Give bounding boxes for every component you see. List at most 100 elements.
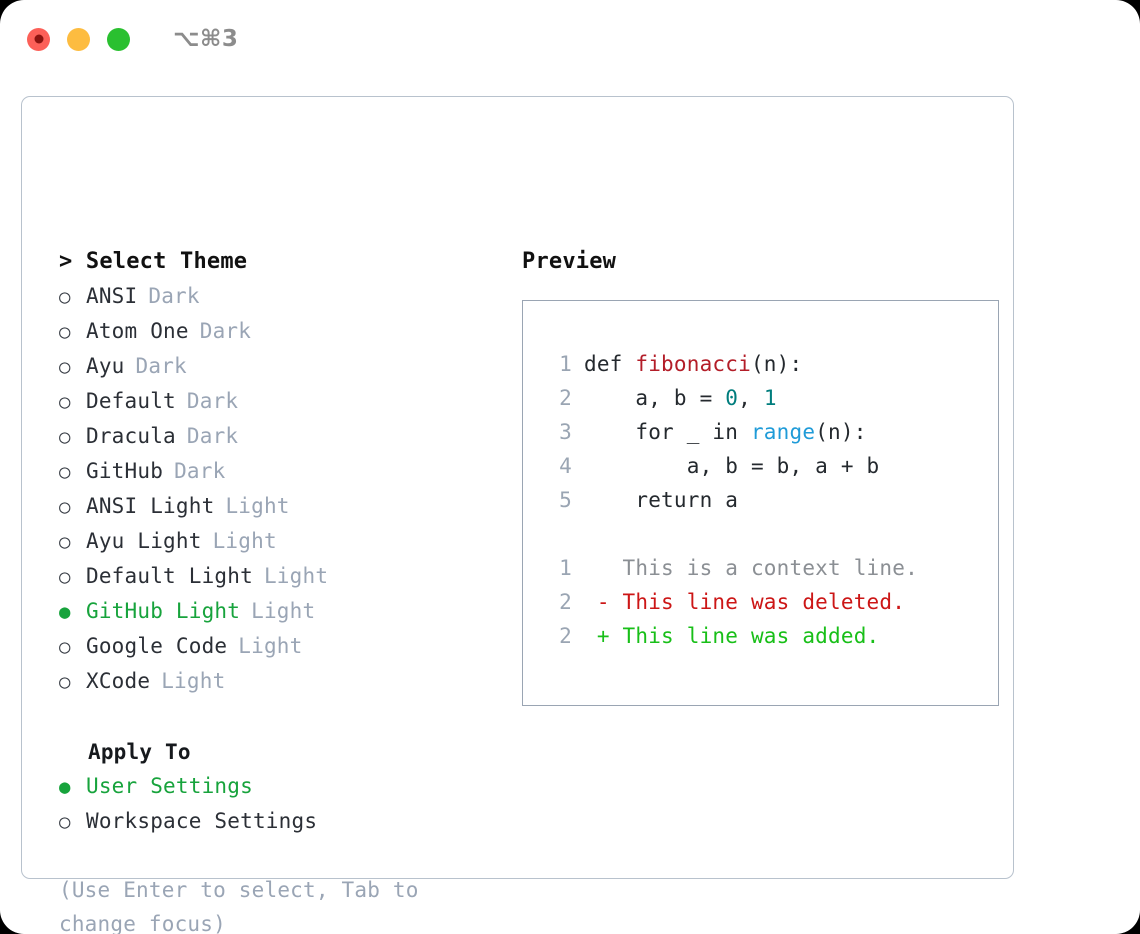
line-number: 1 <box>559 556 572 580</box>
title-bar: ⌥⌘3 <box>0 0 1140 78</box>
theme-option-label: Dracula <box>86 424 176 448</box>
theme-variant-badge: Dark <box>199 319 252 343</box>
theme-variant-badge: Dark <box>186 389 239 413</box>
theme-picker-header: > Select Theme <box>59 249 248 274</box>
diff-line-context: 1 This is a context line. <box>542 551 998 585</box>
theme-option-label: Default Light <box>86 564 253 588</box>
code-line: 5 return a <box>542 483 998 517</box>
theme-variant-badge: Dark <box>135 354 187 378</box>
code-token-plain: a, b = b, a + b <box>584 454 880 478</box>
code-diff-separator <box>542 517 998 551</box>
code-line: 3 for _ in range(n): <box>542 415 998 449</box>
code-token-call: range <box>750 420 816 444</box>
preview-title: Preview <box>522 249 617 274</box>
code-token-plain: for _ in <box>584 420 751 444</box>
radio-unselected-icon: ○ <box>59 461 71 483</box>
theme-variant-badge: Light <box>225 494 290 518</box>
line-number: 2 <box>559 590 572 614</box>
radio-unselected-icon: ○ <box>59 321 71 343</box>
theme-variant-badge: Dark <box>186 424 239 448</box>
line-number: 5 <box>559 488 572 512</box>
window-controls <box>27 27 130 51</box>
code-line-text: a, b = 0, 1 <box>584 381 777 415</box>
code-line-text: for _ in range(n): <box>584 415 867 449</box>
theme-option-label: ANSI <box>86 284 138 308</box>
line-number: 2 <box>559 624 572 648</box>
diff-line-text: - This line was deleted. <box>584 590 906 614</box>
code-token-num: 0 <box>725 386 739 410</box>
apply-to-option-list: ●User Settings ○ Workspace Settings <box>59 769 499 839</box>
theme-variant-badge: Light <box>161 669 226 693</box>
theme-variant-badge: Light <box>212 529 277 553</box>
code-token-plain: (n): <box>750 352 803 376</box>
section-spacer <box>59 699 499 735</box>
line-number: 1 <box>559 352 572 376</box>
code-token-fn: fibonacci <box>635 352 751 376</box>
code-token-plain: (n): <box>815 420 867 444</box>
code-line: 2 a, b = 0, 1 <box>542 381 998 415</box>
theme-option-label: GitHub <box>86 459 164 483</box>
theme-option-label: ANSI Light <box>86 494 215 518</box>
radio-unselected-icon: ○ <box>59 286 71 308</box>
apply-to-option-label: Workspace Settings <box>86 809 318 833</box>
theme-option-default[interactable]: ○ Default Dark <box>59 384 499 419</box>
theme-option-label: Google Code <box>86 634 228 658</box>
diff-line-text: + This line was added. <box>584 624 880 648</box>
theme-option-google-code[interactable]: ○ Google Code Light <box>59 629 499 664</box>
code-line-text: def fibonacci(n): <box>584 347 802 381</box>
radio-unselected-icon: ○ <box>59 636 71 658</box>
line-number: 2 <box>559 386 572 410</box>
radio-unselected-icon: ○ <box>59 811 71 833</box>
theme-option-label: GitHub Light <box>86 599 241 623</box>
theme-variant-badge: Light <box>251 599 316 623</box>
close-button[interactable] <box>27 27 50 51</box>
theme-option-label: Ayu Light <box>86 529 202 553</box>
preview-diff-block: 1 This is a context line.2 - This line w… <box>542 551 998 653</box>
theme-option-ansi-light[interactable]: ○ ANSI Light Light <box>59 489 499 524</box>
radio-selected-icon: ● <box>59 601 71 623</box>
window-title: ⌥⌘3 <box>173 26 239 52</box>
theme-variant-badge: Dark <box>174 459 226 483</box>
hint-spacer <box>59 839 499 873</box>
theme-option-label: Ayu <box>86 354 125 378</box>
diff-line-text: This is a context line. <box>584 556 918 580</box>
theme-variant-badge: Light <box>238 634 303 658</box>
code-line: 4 a, b = b, a + b <box>542 449 998 483</box>
theme-option-github[interactable]: ○ GitHub Dark <box>59 454 499 489</box>
maximize-button[interactable] <box>107 27 130 51</box>
radio-unselected-icon: ○ <box>59 391 71 413</box>
radio-unselected-icon: ○ <box>59 496 71 518</box>
code-line-text: a, b = b, a + b <box>584 449 879 483</box>
apply-to-header: Apply To <box>88 740 191 764</box>
theme-option-ayu[interactable]: ○ Ayu Dark <box>59 349 499 384</box>
diff-line-added: 2 + This line was added. <box>542 619 998 653</box>
diff-line-deleted: 2 - This line was deleted. <box>542 585 998 619</box>
radio-unselected-icon: ○ <box>59 356 71 378</box>
keyboard-hint: (Use Enter to select, Tab to change focu… <box>59 878 419 934</box>
minimize-button[interactable] <box>67 27 90 51</box>
code-line-text: return a <box>584 483 738 517</box>
apply-to-option-user-settings[interactable]: ●User Settings <box>59 769 499 804</box>
theme-option-github-light[interactable]: ● GitHub Light Light <box>59 594 499 629</box>
code-line: 1 def fibonacci(n): <box>542 347 998 381</box>
code-token-num: 1 <box>763 386 777 410</box>
line-number: 4 <box>559 454 572 478</box>
theme-option-label: Default <box>86 389 176 413</box>
apply-to-option-label: User Settings <box>86 774 253 798</box>
code-token-plain: return a <box>584 488 739 512</box>
apply-to-option-workspace-settings[interactable]: ○ Workspace Settings <box>59 804 499 839</box>
theme-option-label: XCode <box>86 669 151 693</box>
code-token-plain: def <box>584 352 636 376</box>
